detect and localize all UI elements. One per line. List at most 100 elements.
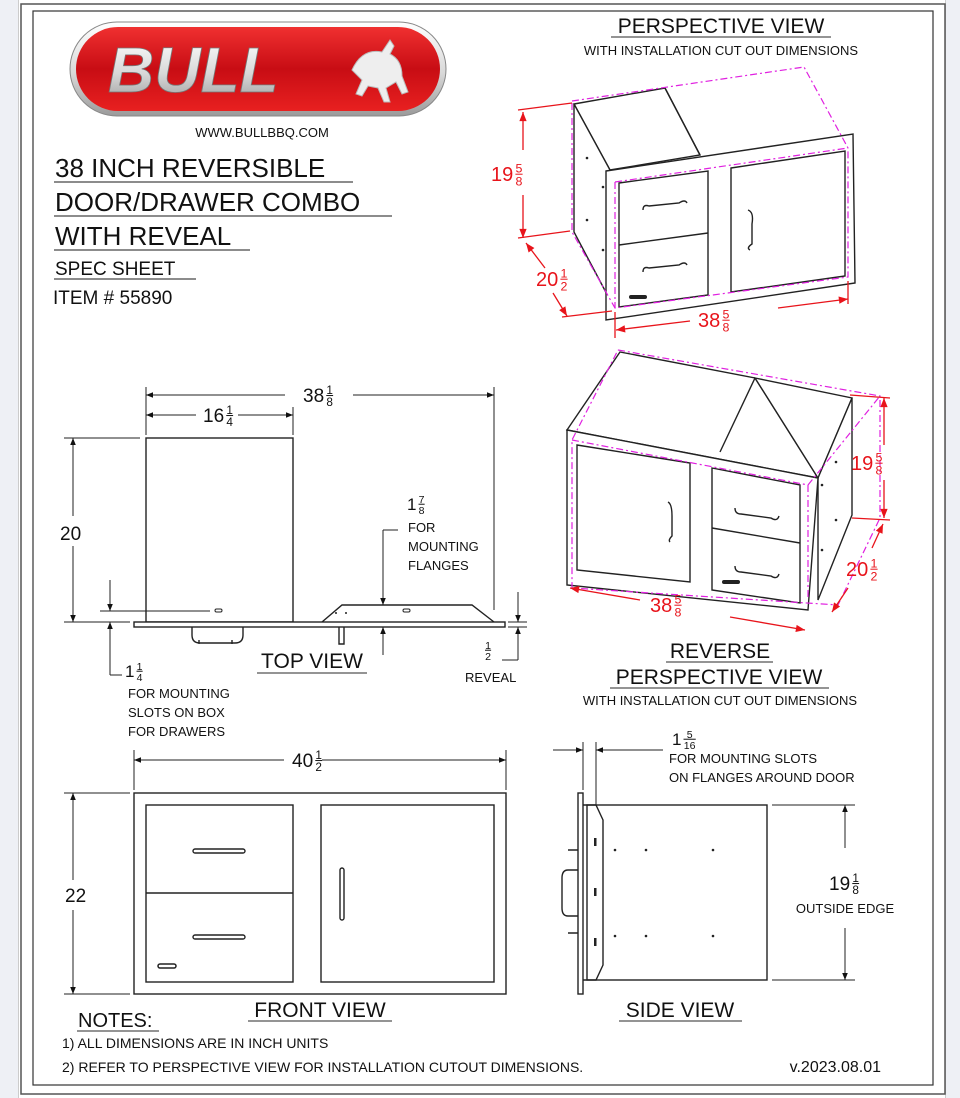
dim-numerator: 1 bbox=[871, 557, 878, 571]
logo-text: BULL bbox=[108, 34, 279, 106]
dim-denominator: 2 bbox=[871, 569, 878, 583]
dim-reveal: 12 bbox=[485, 640, 491, 663]
front-view-title: FRONT VIEW bbox=[254, 999, 386, 1022]
dim-denominator: 4 bbox=[226, 416, 233, 429]
flange-note-2: MOUNTING bbox=[408, 539, 479, 554]
dim-denominator: 2 bbox=[485, 651, 491, 663]
reveal-label: REVEAL bbox=[465, 670, 516, 685]
dim-depth: 20 bbox=[60, 524, 81, 545]
dim-whole: 19 bbox=[829, 874, 850, 895]
dim-numerator: 1 bbox=[315, 749, 322, 762]
top-view-title: TOP VIEW bbox=[261, 650, 363, 673]
dim-whole: 38 bbox=[303, 386, 324, 407]
version-label: v.2023.08.01 bbox=[790, 1059, 881, 1076]
title-line-3: WITH REVEAL bbox=[55, 221, 231, 251]
note-2: 2) REFER TO PERSPECTIVE VIEW FOR INSTALL… bbox=[62, 1059, 583, 1075]
dim-denominator: 8 bbox=[876, 463, 883, 477]
dim-denominator: 8 bbox=[675, 605, 682, 619]
dim-denominator: 16 bbox=[684, 740, 696, 752]
perspective-drawing bbox=[571, 66, 856, 321]
bull-logo: BULL bbox=[69, 21, 447, 117]
dim-denominator: 2 bbox=[561, 279, 568, 293]
dim-numerator: 1 bbox=[226, 404, 233, 417]
bull-icon bbox=[351, 39, 409, 103]
note-1: 1) ALL DIMENSIONS ARE IN INCH UNITS bbox=[62, 1035, 328, 1051]
flange-note-1: FOR bbox=[408, 520, 435, 535]
dim-whole: 38 bbox=[650, 595, 672, 617]
reverse-view-title-2: PERSPECTIVE VIEW bbox=[616, 666, 823, 689]
title-line-1: 38 INCH REVERSIBLE bbox=[55, 153, 325, 183]
notes-title: NOTES: bbox=[78, 1010, 152, 1032]
reverse-perspective-drawing bbox=[565, 349, 881, 611]
dim-whole: 22 bbox=[65, 886, 86, 907]
outside-edge-label: OUTSIDE EDGE bbox=[796, 901, 895, 916]
dim-whole: 20 bbox=[60, 524, 81, 545]
side-view-drawing bbox=[561, 792, 768, 995]
dim-numerator: 5 bbox=[516, 162, 523, 176]
dim-whole: 19 bbox=[491, 164, 513, 186]
dim-numerator: 5 bbox=[876, 451, 883, 465]
dim-denominator: 8 bbox=[723, 320, 730, 334]
dim-denominator: 8 bbox=[852, 884, 859, 897]
product-title: 38 INCH REVERSIBLE DOOR/DRAWER COMBO WIT… bbox=[53, 153, 392, 309]
dim-numerator: 5 bbox=[687, 729, 693, 741]
spec-sheet-label: SPEC SHEET bbox=[55, 259, 176, 280]
slot-note-1: FOR MOUNTING bbox=[128, 686, 230, 701]
dim-numerator: 5 bbox=[723, 308, 730, 322]
dim-denominator: 4 bbox=[137, 672, 143, 684]
door-slot-note-1: FOR MOUNTING SLOTS bbox=[669, 751, 817, 766]
item-number: ITEM # 55890 bbox=[53, 288, 172, 309]
dim-whole: 16 bbox=[203, 406, 224, 427]
dim-whole: 20 bbox=[536, 269, 558, 291]
reverse-view-title-1: REVERSE bbox=[670, 640, 770, 663]
dim-numerator: 7 bbox=[419, 494, 425, 506]
dim-whole: 1 bbox=[125, 662, 134, 681]
dim-whole: 1 bbox=[407, 495, 416, 514]
dim-numerator: 1 bbox=[852, 872, 859, 885]
top-view-drawing bbox=[133, 437, 506, 645]
dim-denominator: 8 bbox=[516, 174, 523, 188]
perspective-view-title: PERSPECTIVE VIEW bbox=[618, 15, 825, 38]
dim-numerator: 1 bbox=[137, 661, 143, 673]
viewer-left-margin bbox=[0, 0, 19, 1098]
reverse-view-subtitle: WITH INSTALLATION CUT OUT DIMENSIONS bbox=[583, 693, 858, 708]
flange-note-3: FLANGES bbox=[408, 558, 469, 573]
dim-denominator: 8 bbox=[419, 505, 425, 517]
dim-whole: 19 bbox=[851, 453, 873, 475]
dim-numerator: 5 bbox=[675, 593, 682, 607]
dim-whole: 38 bbox=[698, 310, 720, 332]
title-line-2: DOOR/DRAWER COMBO bbox=[55, 187, 360, 217]
dim-whole: 20 bbox=[846, 559, 868, 581]
dim-whole: 1 bbox=[672, 730, 681, 749]
front-view-drawing bbox=[133, 792, 507, 995]
page-border-outer bbox=[20, 3, 946, 1095]
dim-numerator: 1 bbox=[485, 640, 491, 652]
dim-whole: 40 bbox=[292, 751, 313, 772]
dim-numerator: 1 bbox=[561, 267, 568, 281]
dim-denominator: 2 bbox=[315, 761, 322, 774]
website-url[interactable]: WWW.BULLBBQ.COM bbox=[195, 125, 329, 140]
dim-front-height: 22 bbox=[65, 886, 86, 907]
page-border-inner bbox=[32, 10, 934, 1086]
perspective-view-subtitle: WITH INSTALLATION CUT OUT DIMENSIONS bbox=[584, 43, 859, 58]
dim-denominator: 8 bbox=[326, 396, 333, 409]
